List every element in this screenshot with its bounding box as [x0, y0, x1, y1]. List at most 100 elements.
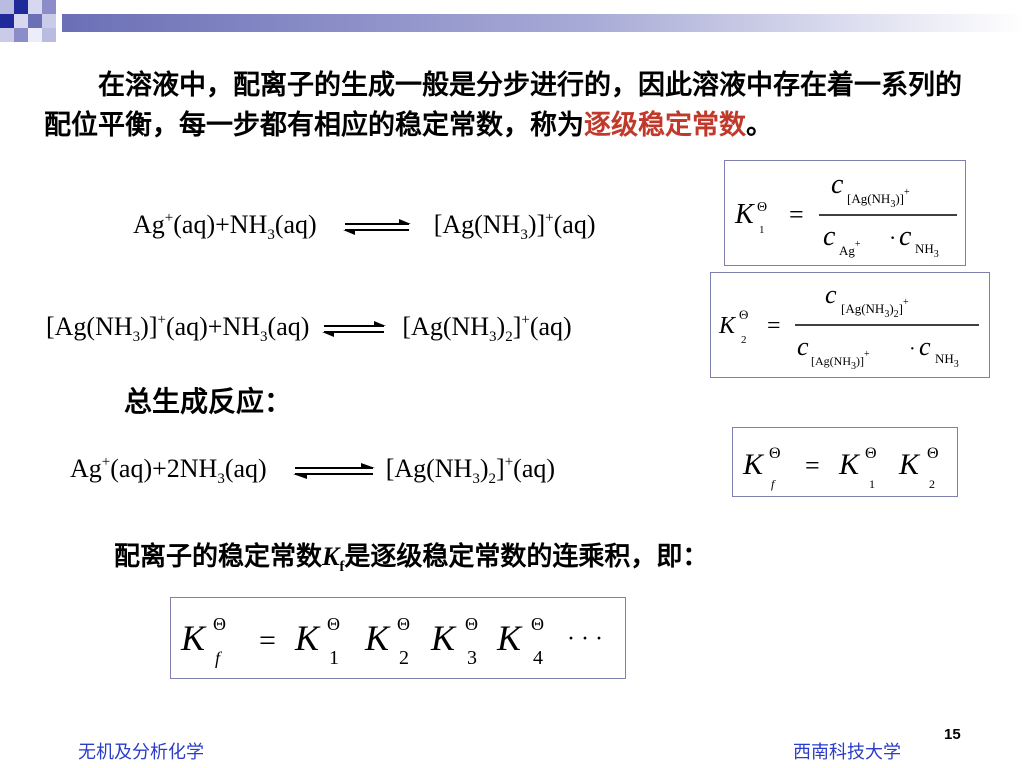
- formula-k2-box: K Θ 2 = c [Ag(NH3)2]+ c [Ag(NH3)]+ · c N…: [710, 272, 990, 378]
- svg-text:[Ag(NH3)]+: [Ag(NH3)]+: [811, 349, 870, 372]
- r2-right-mid: ): [496, 312, 506, 341]
- equilibrium-arrow-icon: [293, 463, 376, 480]
- note-f: f: [339, 559, 345, 575]
- k1-eq: =: [789, 200, 804, 229]
- r2-right-mid2: ]: [512, 312, 522, 341]
- reaction-1: Ag+(aq)+NH3(aq) [Ag(NH3)]+(aq): [133, 210, 596, 244]
- k1-den-c1: c: [823, 221, 836, 252]
- k3-K: K: [742, 448, 765, 481]
- r3-right-mid: ): [479, 454, 489, 483]
- k4-theta4: Θ: [531, 614, 544, 634]
- k2-K: K: [718, 313, 737, 339]
- k4-sub3: 3: [467, 647, 477, 669]
- r3-left-rest: (aq)+2NH: [110, 454, 218, 483]
- r2-right-charge: +: [521, 312, 530, 328]
- k2-num-sub: [Ag(NH: [841, 301, 884, 316]
- r3-left: Ag: [70, 454, 102, 483]
- r3-left-charge: +: [101, 454, 111, 470]
- r2-left-charge: +: [157, 312, 166, 328]
- overall-reaction-title: 总生成反应：: [124, 385, 293, 418]
- k1-num-sub2: 3: [890, 199, 895, 210]
- k3-eq: =: [805, 451, 820, 480]
- k4-K4: K: [496, 618, 523, 658]
- k2-num-sub5: ]: [899, 301, 903, 316]
- reaction-2: [Ag(NH3)]+(aq)+NH3(aq) [Ag(NH3)2]+(aq): [46, 312, 572, 346]
- k3-K2: K: [898, 448, 921, 481]
- svg-text:NH3: NH3: [935, 351, 959, 370]
- k2-num-sub2: 3: [884, 309, 889, 320]
- k1-den-ag: Ag: [839, 243, 855, 258]
- k1-num-sub: [Ag(NH: [847, 191, 890, 206]
- k4-sub: f: [215, 648, 223, 668]
- k2-den-c2: c: [919, 332, 931, 361]
- r1-right-sub: 3: [520, 227, 528, 243]
- r3-right-sub2: 2: [488, 471, 497, 487]
- svg-text:NH3: NH3: [915, 241, 939, 260]
- svg-text:[Ag(NH3)2]+: [Ag(NH3)2]+: [841, 297, 909, 320]
- k2-sub: 2: [741, 334, 747, 346]
- r2-left: [Ag(NH: [46, 312, 133, 341]
- k2-dot: ·: [909, 338, 916, 360]
- note-K: K: [322, 542, 340, 571]
- k3-theta1: Θ: [865, 445, 877, 462]
- equilibrium-arrow-icon: [321, 321, 386, 338]
- k1-theta: Θ: [757, 200, 767, 215]
- k4-sub2: 2: [399, 647, 409, 669]
- k4-sub1: 1: [329, 647, 339, 669]
- r2-left-sub: 3: [132, 329, 141, 345]
- r1-right-mid: )]: [527, 210, 546, 239]
- r2-left-sub2: 3: [260, 329, 268, 345]
- r1-right-end: (aq): [553, 210, 596, 239]
- k1-den-ag-charge: +: [855, 239, 861, 250]
- formula-k1-box: K Θ 1 = c [Ag(NH3)]+ c Ag+ · c NH3: [724, 160, 966, 266]
- svg-text:[Ag(NH3)]+: [Ag(NH3)]+: [847, 187, 910, 210]
- k2-den-sub2: 3: [851, 361, 856, 372]
- page-number: 15: [944, 726, 961, 743]
- k4-K2: K: [364, 618, 391, 658]
- r2-right-sub2: 2: [505, 329, 513, 345]
- r1-left-charge: +: [164, 210, 174, 226]
- intro-end: 。: [746, 110, 773, 141]
- k4-K1: K: [294, 618, 321, 658]
- k4-theta2: Θ: [397, 614, 410, 634]
- r1-right-charge: +: [545, 210, 554, 226]
- r2-right: [Ag(NH: [402, 312, 490, 341]
- reaction-3: Ag+(aq)+2NH3(aq) [Ag(NH3)2]+(aq): [70, 454, 555, 488]
- k3-theta: Θ: [769, 445, 781, 462]
- r1-left-sub: 3: [267, 227, 275, 243]
- k1-K: K: [734, 199, 755, 230]
- k4-K3: K: [430, 618, 457, 658]
- svg-text:Ag+: Ag+: [839, 239, 861, 258]
- k4-theta3: Θ: [465, 614, 478, 634]
- note-suffix: 是逐级稳定常数的连乘积，即：: [344, 542, 709, 572]
- r2-left-rest: (aq)+NH: [165, 312, 261, 341]
- r3-left-end: (aq): [224, 454, 267, 483]
- k4-eq: =: [259, 624, 276, 657]
- k1-num-charge: +: [904, 187, 910, 198]
- r3-right-charge: +: [504, 454, 514, 470]
- r3-right-sub: 3: [472, 471, 480, 487]
- k2-den-sub: [Ag(NH: [811, 354, 851, 368]
- k2-eq: =: [767, 313, 781, 339]
- k1-den-nh-sub: 3: [934, 249, 939, 260]
- r1-right: [Ag(NH: [433, 210, 521, 239]
- k3-sub1: 1: [869, 477, 875, 491]
- equilibrium-arrow-icon: [343, 219, 412, 236]
- k2-num-c: c: [825, 280, 837, 309]
- r1-left: Ag: [133, 210, 165, 239]
- r1-left-end: (aq): [274, 210, 317, 239]
- k1-num-sub3: )]: [895, 191, 904, 206]
- k3-theta2: Θ: [927, 445, 939, 462]
- k2-num-sub3: ): [889, 301, 893, 316]
- stability-constant-note: 配离子的稳定常数Kf是逐级稳定常数的连乘积，即：: [114, 536, 708, 576]
- k2-num-charge: +: [903, 297, 909, 308]
- k2-den-sub3: )]: [856, 354, 864, 368]
- k2-den-nh-sub: 3: [954, 359, 959, 370]
- r3-left-sub: 3: [217, 471, 225, 487]
- r2-left-mid: )]: [140, 312, 158, 341]
- note-kf: Kf: [322, 542, 344, 575]
- k1-den-c2: c: [899, 221, 912, 252]
- k4-K: K: [180, 618, 207, 658]
- k1-den-nh: NH: [915, 241, 934, 256]
- r1-left-rest: (aq)+NH: [173, 210, 268, 239]
